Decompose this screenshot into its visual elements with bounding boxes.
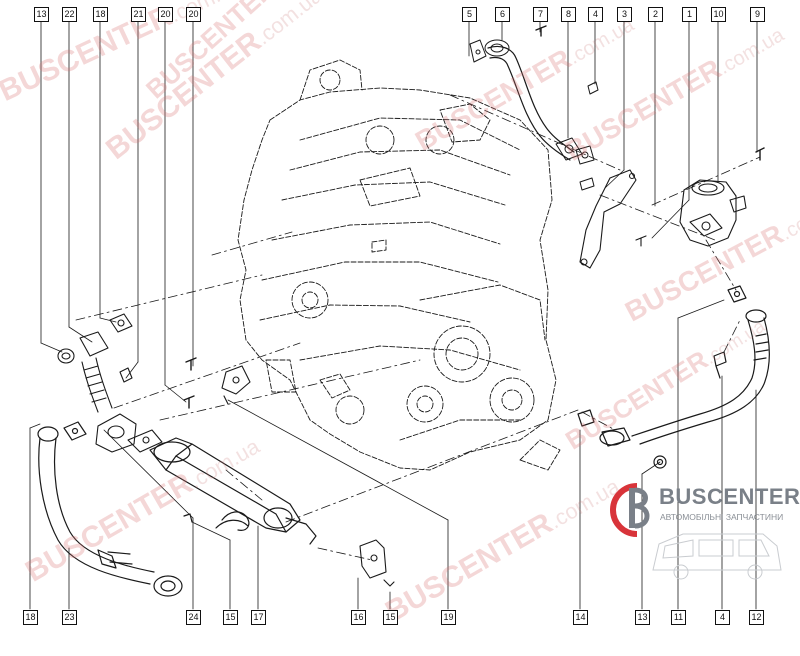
part-callout-20[interactable]: 20 xyxy=(158,7,173,22)
logo-tagline: АВТОМОБІЛЬНІ ЗАПЧАСТИНИ xyxy=(660,512,784,522)
part-callout-10[interactable]: 10 xyxy=(711,7,726,22)
part-callout-12[interactable]: 12 xyxy=(749,610,764,625)
part-callout-23[interactable]: 23 xyxy=(62,610,77,625)
leader-lines xyxy=(40,21,758,403)
part-callout-4[interactable]: 4 xyxy=(588,7,603,22)
part-callout-5[interactable]: 5 xyxy=(462,7,477,22)
part-callout-6[interactable]: 6 xyxy=(495,7,510,22)
upper-gaskets-bolts xyxy=(575,81,599,191)
part-callout-13[interactable]: 13 xyxy=(34,7,49,22)
part-callout-15[interactable]: 15 xyxy=(383,610,398,625)
part-callout-17[interactable]: 17 xyxy=(251,610,266,625)
part-callout-19[interactable]: 19 xyxy=(441,610,456,625)
egr-cooler xyxy=(149,437,317,545)
upper-egr-pipe xyxy=(469,25,583,161)
lower-left-pipe xyxy=(37,421,183,597)
part-callout-24[interactable]: 24 xyxy=(186,610,201,625)
leader-lines-bottom xyxy=(29,299,757,610)
part-callout-14[interactable]: 14 xyxy=(573,610,588,625)
left-flanges xyxy=(57,313,251,453)
bus-outline-icon xyxy=(652,533,782,580)
egr-bracket xyxy=(579,169,647,269)
part-callout-4[interactable]: 4 xyxy=(715,610,730,625)
cooler-bracket xyxy=(359,539,395,587)
part-callout-15[interactable]: 15 xyxy=(223,610,238,625)
part-callout-7[interactable]: 7 xyxy=(533,7,548,22)
part-callout-22[interactable]: 22 xyxy=(62,7,77,22)
part-callout-9[interactable]: 9 xyxy=(750,7,765,22)
part-callout-13[interactable]: 13 xyxy=(635,610,650,625)
buscenter-logo: BUSCENTER АВТОМОБІЛЬНІ ЗАПЧАСТИНИ xyxy=(603,478,800,580)
part-callout-11[interactable]: 11 xyxy=(671,610,686,625)
logo-name: BUSCENTER xyxy=(659,484,800,509)
logo-mark xyxy=(610,483,650,537)
part-callout-21[interactable]: 21 xyxy=(131,7,146,22)
assembly-dashed-lines xyxy=(75,94,761,561)
part-callout-16[interactable]: 16 xyxy=(351,610,366,625)
part-callout-18[interactable]: 18 xyxy=(23,610,38,625)
egr-valve xyxy=(679,147,765,247)
engine-block xyxy=(237,59,561,471)
part-callout-1[interactable]: 1 xyxy=(682,7,697,22)
flexible-pipe-left xyxy=(81,357,113,413)
lower-right-pipe xyxy=(577,285,770,469)
part-callout-8[interactable]: 8 xyxy=(561,7,576,22)
part-callout-2[interactable]: 2 xyxy=(648,7,663,22)
part-callout-18[interactable]: 18 xyxy=(93,7,108,22)
part-callout-3[interactable]: 3 xyxy=(617,7,632,22)
part-callout-20[interactable]: 20 xyxy=(186,7,201,22)
